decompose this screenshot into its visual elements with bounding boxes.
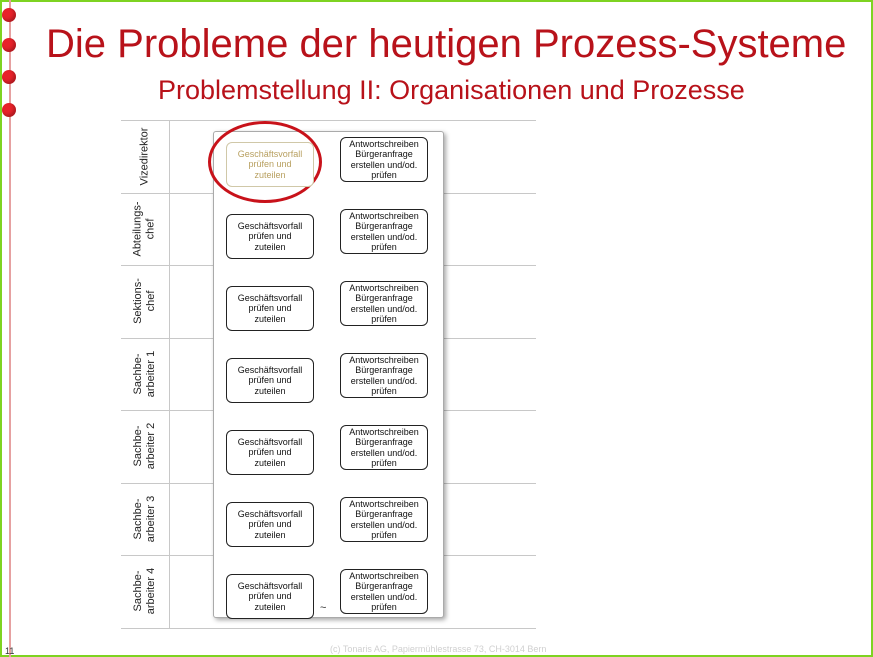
highlight-circle	[208, 121, 322, 203]
binder-spine	[9, 0, 11, 657]
task-box-geschaeftsvorfall: Geschäftsvorfall prüfen und zuteilen	[226, 142, 314, 187]
task-box-geschaeftsvorfall: Geschäftsvorfall prüfen und zuteilen	[226, 286, 314, 331]
lane-label: Sachbe- arbeiter 3	[121, 483, 169, 556]
slide-title: Die Probleme der heutigen Prozess-System…	[46, 22, 847, 66]
task-box-antwortschreiben: Antwortschreiben Bürgeranfrage erstellen…	[340, 569, 428, 614]
task-box-geschaeftsvorfall: Geschäftsvorfall prüfen und zuteilen	[226, 502, 314, 547]
task-box-antwortschreiben: Antwortschreiben Bürgeranfrage erstellen…	[340, 137, 428, 182]
lane-label-text: Sektions- chef	[131, 278, 157, 325]
lane-divider	[121, 627, 536, 629]
binder-ring-icon	[2, 70, 16, 84]
lane-label-text: Sachbe- arbeiter 4	[131, 568, 157, 615]
task-box-antwortschreiben: Antwortschreiben Bürgeranfrage erstellen…	[340, 281, 428, 326]
lane-divider	[121, 120, 536, 121]
footer-copyright: (c) Tonaris AG, Papiermühlestrasse 73, C…	[330, 644, 547, 654]
task-box-antwortschreiben: Antwortschreiben Bürgeranfrage erstellen…	[340, 353, 428, 398]
task-box-antwortschreiben: Antwortschreiben Bürgeranfrage erstellen…	[340, 497, 428, 542]
task-box-geschaeftsvorfall: Geschäftsvorfall prüfen und zuteilen	[226, 430, 314, 475]
task-box-geschaeftsvorfall: Geschäftsvorfall prüfen und zuteilen	[226, 358, 314, 403]
binder-ring-icon	[2, 103, 16, 117]
lane-label-divider	[169, 120, 170, 629]
lane-label-text: Abteilungs- chef	[132, 201, 158, 257]
task-box-geschaeftsvorfall: Geschäftsvorfall prüfen und zuteilen	[226, 574, 314, 619]
task-box-antwortschreiben: Antwortschreiben Bürgeranfrage erstellen…	[340, 209, 428, 254]
lane-label-text: Vizedirektor	[138, 127, 151, 186]
lane-label-text: Sachbe- arbeiter 2	[131, 423, 157, 470]
lane-label: Vizedirektor	[121, 120, 169, 193]
lane-label: Sachbe- arbeiter 2	[121, 410, 169, 483]
task-box-geschaeftsvorfall: Geschäftsvorfall prüfen und zuteilen	[226, 214, 314, 259]
lane-label-text: Sachbe- arbeiter 3	[131, 495, 157, 542]
tilde-mark: ~	[320, 602, 327, 614]
binder-ring-icon	[2, 8, 16, 22]
lane-label: Sachbe- arbeiter 1	[121, 338, 169, 411]
slide-subtitle: Problemstellung II: Organisationen und P…	[158, 75, 745, 105]
binder-ring-icon	[2, 38, 16, 52]
task-box-antwortschreiben: Antwortschreiben Bürgeranfrage erstellen…	[340, 425, 428, 470]
lane-label-text: Sachbe- arbeiter 1	[131, 350, 157, 397]
lane-label: Abteilungs- chef	[121, 193, 169, 266]
lane-label: Sachbe- arbeiter 4	[121, 555, 169, 628]
lane-label: Sektions- chef	[121, 265, 169, 338]
page-number: 11	[5, 646, 15, 656]
